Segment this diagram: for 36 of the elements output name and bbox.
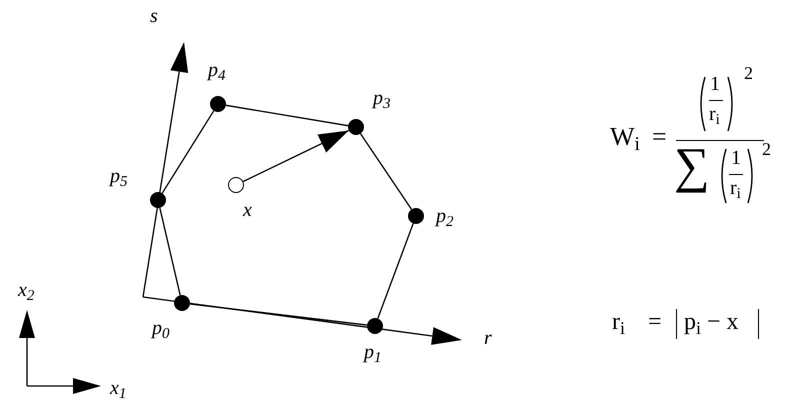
formula-text: x$_{2}$ xyxy=(18,280,34,300)
point-label: p$_{2}$ xyxy=(436,206,454,226)
formula-text: p$_{i}$ − x xyxy=(684,310,739,334)
point-label: x xyxy=(243,200,252,220)
vertex-point xyxy=(408,208,424,224)
point-label: p$_{1}$ xyxy=(364,342,382,362)
point-label: p$_{3}$ xyxy=(373,88,390,108)
formula-text: 1 xyxy=(710,74,720,94)
formula-text: 2 xyxy=(762,140,771,158)
formula-text: 1 xyxy=(731,148,741,168)
formula-text: r$_{i}$ xyxy=(612,310,626,334)
polygon-edge xyxy=(226,104,348,126)
formula-text: r$_{i}$ xyxy=(709,104,720,124)
vertex-point xyxy=(367,318,383,334)
polygon-edge xyxy=(159,208,181,296)
formula-text: W$_{i}$ xyxy=(610,124,640,150)
query-point xyxy=(228,177,244,193)
point-label: p$_{4}$ xyxy=(208,60,226,80)
polygon-edge xyxy=(360,133,412,210)
polygon-edge xyxy=(377,223,414,319)
point-label: p$_{0}$ xyxy=(152,318,170,338)
formula-text: s xyxy=(150,6,158,26)
polygon-edge xyxy=(162,110,214,194)
equals-sign: = xyxy=(648,310,662,334)
formula-text: r xyxy=(484,328,492,348)
point-label: p$_{5}$ xyxy=(110,166,128,186)
vertex-point xyxy=(348,119,364,135)
vertex-point xyxy=(210,96,226,112)
polygon-edge xyxy=(190,303,368,326)
formula-text: x$_{1}$ xyxy=(110,378,126,398)
formula-text: 2 xyxy=(744,64,753,82)
vertex-point xyxy=(174,295,190,311)
arrow xyxy=(242,130,350,182)
equals-sign: = xyxy=(652,124,667,150)
vertex-point xyxy=(150,192,166,208)
formula-text: r$_{i}$ xyxy=(730,178,741,198)
